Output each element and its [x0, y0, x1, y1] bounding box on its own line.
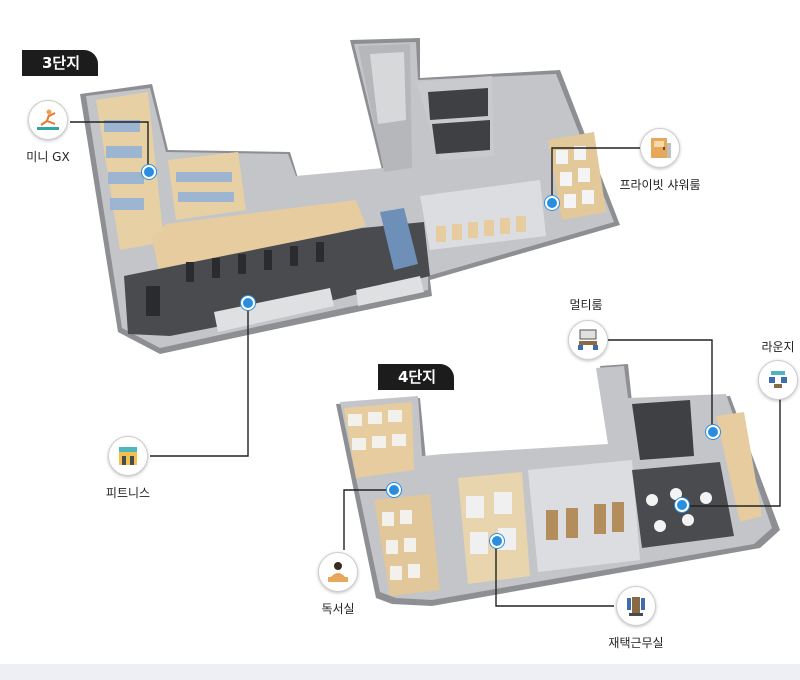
home-office-label: 재택근무실: [608, 636, 664, 650]
fitness-callout[interactable]: [108, 436, 148, 476]
zone3-building: [80, 38, 620, 354]
home-office-marker[interactable]: [490, 534, 504, 548]
fitness-label: 피트니스: [105, 486, 151, 500]
zone3-tag: 3단지: [22, 50, 99, 76]
bottom-bar: [0, 664, 800, 680]
reading-room-callout[interactable]: [318, 552, 358, 592]
mini-gx-label: 미니 GX: [26, 150, 70, 164]
zone4-building: [336, 364, 780, 606]
home-office-callout[interactable]: [616, 586, 656, 626]
mini-gx-callout[interactable]: [28, 100, 68, 140]
lounge-marker[interactable]: [675, 498, 689, 512]
yoga-icon: [37, 109, 59, 130]
multi-room-icon: [578, 329, 598, 350]
multi-room-label: 멀티룸: [569, 298, 603, 312]
fitness-icon: [119, 447, 137, 465]
mini-gx-marker[interactable]: [142, 165, 156, 179]
reading-room-label: 독서실: [321, 602, 355, 616]
reading-room-marker[interactable]: [387, 483, 401, 497]
lounge-icon: [769, 371, 787, 388]
lounge-label: 라운지: [761, 340, 795, 354]
multi-room-callout[interactable]: [568, 320, 608, 360]
leader-lines: [70, 121, 781, 607]
lounge-callout[interactable]: [758, 360, 798, 400]
private-shower-marker[interactable]: [545, 196, 559, 210]
private-shower-callout[interactable]: [640, 128, 680, 168]
private-shower-label: 프라이빗 샤워룸: [619, 178, 701, 192]
fitness-marker[interactable]: [241, 296, 255, 310]
shower-room-icon: [651, 138, 671, 158]
zone4-tag: 4단지: [378, 364, 455, 390]
home-office-icon: [627, 597, 645, 616]
reading-room-icon: [328, 562, 348, 582]
multi-room-marker[interactable]: [706, 425, 720, 439]
